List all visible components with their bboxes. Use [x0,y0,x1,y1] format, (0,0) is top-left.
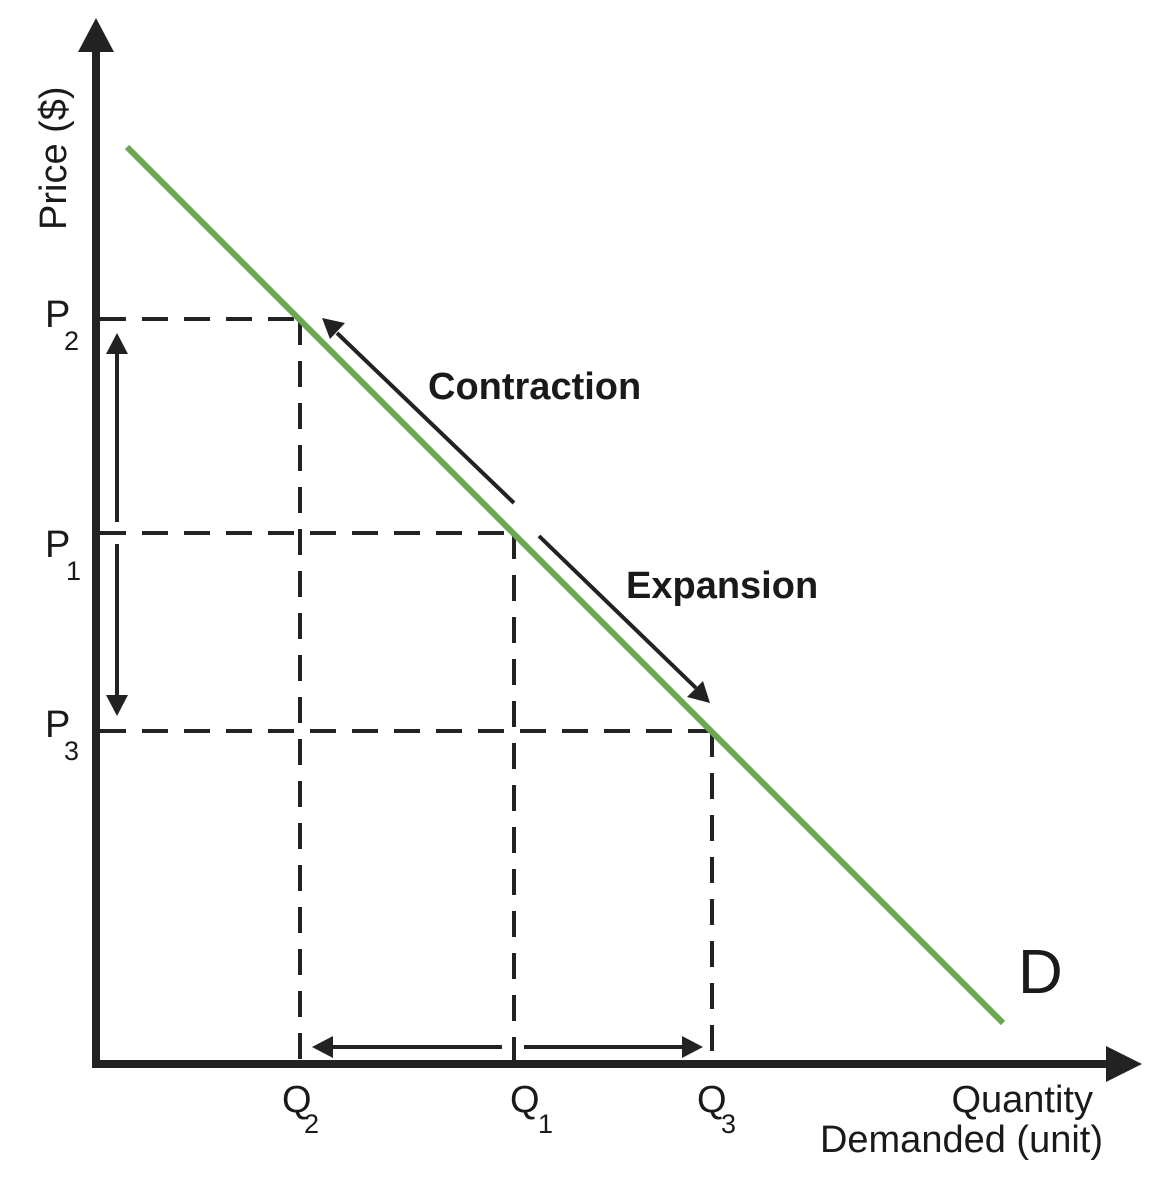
price-tick-p2: P 2 [45,294,79,356]
axes [78,18,1142,1082]
quantity-tick-q3-main: Q [697,1079,727,1121]
guide-lines [100,317,714,1062]
quantity-change-arrows [312,1036,703,1058]
price-tick-p3-main: P [45,704,70,746]
price-tick-p2-subscript: 2 [64,326,79,356]
quantity-fall-arrowhead [312,1036,333,1058]
x-axis-label-line2: Demanded (unit) [820,1119,1103,1161]
contraction-arrowhead [322,318,345,339]
contraction-label: Contraction [428,366,641,408]
movement-arrows [322,318,710,703]
demand-curve [124,144,1006,1026]
price-rise-arrowhead [106,333,128,354]
price-fall-arrowhead [106,695,128,716]
quantity-tick-q1-subscript: 1 [538,1109,553,1139]
price-change-arrows [106,333,128,716]
price-tick-p1: P 1 [45,524,81,586]
quantity-tick-q3: Q 3 [697,1079,736,1139]
quantity-tick-q1-main: Q [510,1079,540,1121]
quantity-tick-q2-subscript: 2 [304,1109,319,1139]
price-tick-p1-main: P [45,524,70,566]
expansion-label: Expansion [626,565,818,607]
y-axis-label: Price ($) [33,86,75,230]
quantity-tick-q1: Q 1 [510,1079,553,1139]
expansion-arrowhead [687,681,710,703]
y-axis-arrowhead [78,18,114,52]
x-axis-label-line1: Quantity [951,1079,1093,1121]
price-tick-p3: P 3 [45,704,79,766]
quantity-rise-arrowhead [682,1036,703,1058]
price-tick-p2-main: P [45,294,70,336]
quantity-tick-q2-main: Q [282,1079,312,1121]
price-tick-p3-subscript: 3 [64,736,79,766]
demand-curve-label: D [1018,938,1063,1007]
contraction-arrow-shaft [335,331,516,505]
quantity-tick-q3-subscript: 3 [721,1109,736,1139]
price-tick-p1-subscript: 1 [66,556,81,586]
x-axis-arrowhead [1106,1046,1142,1082]
expansion-arrow-shaft [537,534,698,690]
quantity-tick-q2: Q 2 [282,1079,319,1139]
